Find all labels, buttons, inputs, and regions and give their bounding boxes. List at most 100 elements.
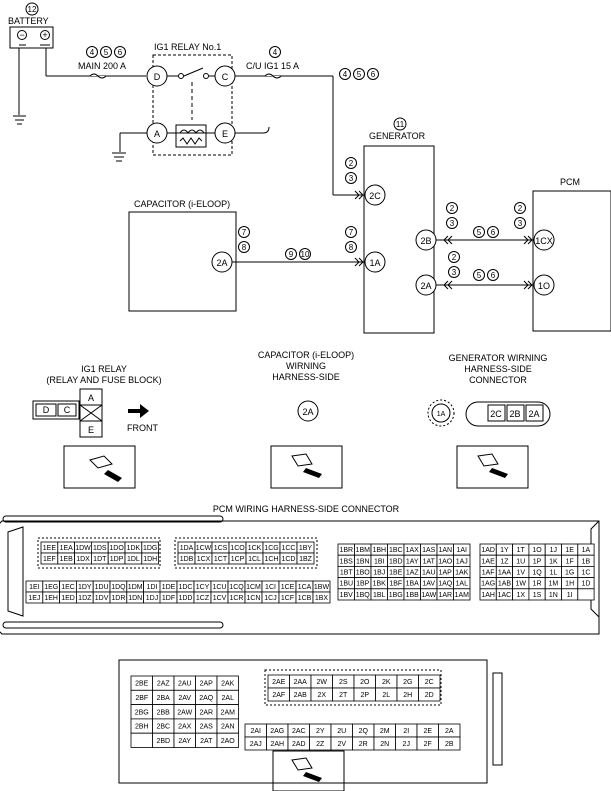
legend-gen-pin-2c: 2C <box>490 409 502 419</box>
svg-text:8: 8 <box>349 243 354 252</box>
pin-label-a-top: 1DO <box>109 545 124 552</box>
connector-hand-icon <box>89 453 508 782</box>
pin-label-f-bot: 2AC <box>292 728 306 735</box>
pin-label-b-bot: 1CR <box>229 595 243 602</box>
pin-label-c: 1BR <box>339 547 353 554</box>
svg-text:2: 2 <box>349 159 354 168</box>
pin-label-e: 2BB <box>157 709 171 716</box>
pin-label-d: 1X <box>516 592 525 599</box>
terminal-e: E <box>222 129 228 139</box>
pin-label-e: 2AQ <box>199 695 214 702</box>
pin-label-c: 1BU <box>339 581 353 588</box>
pin-label-b-bot: 1CQ <box>229 584 244 591</box>
gen-terminal-2b: 2B <box>420 236 431 246</box>
main-fuse-label: MAIN 200 A <box>78 61 126 71</box>
pin-label-f-top: 2W <box>317 679 328 686</box>
pin-label-d: 1E <box>565 547 574 554</box>
pin-label-d: 1AD <box>481 547 495 554</box>
pin-label-c: 1AI <box>456 547 467 554</box>
pin-label-c: 1AZ <box>406 570 420 577</box>
pin-label-e: 2AW <box>177 709 192 716</box>
pin-cell <box>577 588 595 601</box>
pin-label-a-bot: 1DM <box>128 584 143 591</box>
front-label: FRONT <box>127 423 158 433</box>
pin-cell <box>296 552 315 565</box>
legend-gen-pin-2b: 2B <box>509 409 520 419</box>
pin-label-a-top: 1DP <box>110 556 124 563</box>
pin-label-b-bot: 1DC <box>178 584 192 591</box>
pcm-connector-title: PCM WIRING HARNESS-SIDE CONNECTOR <box>213 504 400 514</box>
pin-label-c: 1AW <box>421 592 436 599</box>
pin-label-f-top: 2G <box>403 679 412 686</box>
pin-label-b-top: 1CS <box>214 545 228 552</box>
svg-text:5: 5 <box>477 271 482 280</box>
pin-label-a-top: 1DG <box>143 545 157 552</box>
pin-label-f-bot: 2B <box>445 741 454 748</box>
pin-label-b-top: 1DB <box>180 556 194 563</box>
pin-label-d: 1C <box>581 570 590 577</box>
pin-label-f-top: 2O <box>360 679 370 686</box>
pin-label-f-top: 2AB <box>294 692 308 699</box>
pin-label-a-top: 1DK <box>127 545 141 552</box>
pin-label-c: 1BJ <box>373 570 385 577</box>
svg-text:3: 3 <box>452 268 457 277</box>
pin-label-d: 1AC <box>498 592 512 599</box>
battery-body <box>9 26 54 49</box>
pin-label-d: 1M <box>548 581 558 588</box>
svg-text:2: 2 <box>450 204 455 213</box>
pin-label-b-top: 1BY <box>299 545 313 552</box>
pin-label-c: 1AP <box>439 570 453 577</box>
generator-number: 11 <box>396 120 405 129</box>
pin-label-b-bot: 1CU <box>212 584 226 591</box>
svg-text:4: 4 <box>343 70 348 79</box>
pin-label-f-bot: 2A <box>445 728 454 735</box>
gen-2c-circles: 2 3 <box>345 157 357 184</box>
pin-label-f-top: 2X <box>317 692 326 699</box>
pin-label-a-bot: 1ED <box>61 595 75 602</box>
pin-label-b-bot: 1DD <box>178 595 192 602</box>
pin-label-c: 1BF <box>389 581 402 588</box>
pin-label-b-top: 1CD <box>281 556 295 563</box>
pin-label-d: 1N <box>549 592 558 599</box>
pin-label-a-top: 1DH <box>143 556 157 563</box>
pin-label-b-bot: 1CI <box>265 584 276 591</box>
pin-label-e: 2BE <box>135 681 149 688</box>
pin-label-e: 2AX <box>178 724 192 731</box>
pin-label-b-top: 1CC <box>281 545 295 552</box>
pin-label-a-bot: 1DY <box>78 584 92 591</box>
pin-label-b-bot: 1CY <box>196 584 210 591</box>
pin-cell <box>418 687 441 702</box>
pin-label-d: 1AH <box>481 592 495 599</box>
pcm-terminal-1cx: 1CX <box>535 236 553 246</box>
pin-label-c: 1AK <box>455 570 469 577</box>
pin-label-b-bot: 1BX <box>315 595 329 602</box>
pin-label-c: 1AJ <box>456 558 468 565</box>
pin-label-c: 1BL <box>373 592 386 599</box>
pin-label-a-bot: 1EG <box>44 584 58 591</box>
pin-label-a-top: 1DT <box>93 556 107 563</box>
pin-label-b-bot: 1BW <box>314 584 330 591</box>
cu-fuse-circle: 4 <box>273 48 278 57</box>
pin-label-e: 2BD <box>156 738 170 745</box>
pin-label-d: 1AB <box>498 581 512 588</box>
pin-label-d: 1O <box>532 547 542 554</box>
svg-text:7: 7 <box>242 228 247 237</box>
pin-label-c: 1AT <box>423 558 436 565</box>
pin-label-b-top: 1DA <box>180 545 194 552</box>
battery-number: 12 <box>28 5 37 14</box>
pin-label-c: 1BT <box>340 570 354 577</box>
pin-label-c: 1AL <box>456 581 469 588</box>
pin-label-c: 1BV <box>340 592 354 599</box>
svg-text:9: 9 <box>289 250 294 259</box>
pin-label-b-bot: 1CJ <box>264 595 276 602</box>
pin-label-c: 1BE <box>389 570 403 577</box>
cu-fuse-label: C/U IG1 15 A <box>246 61 299 71</box>
cap-term-circles: 7 8 <box>238 226 250 253</box>
pin-label-a-top: 1EE <box>43 545 57 552</box>
pin-label-c: 1BM <box>356 547 371 554</box>
pin-label-b-bot: 1CE <box>281 584 295 591</box>
pin-label-e: 2AO <box>221 738 236 745</box>
pin-label-b-top: 1CL <box>248 556 261 563</box>
terminal-c: C <box>222 72 229 82</box>
